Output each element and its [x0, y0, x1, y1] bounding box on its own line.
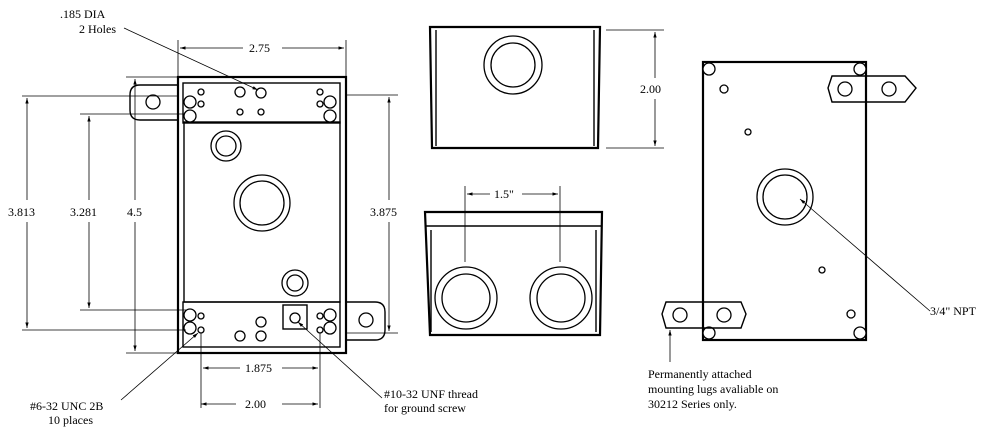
side-view-bottom: 1.5"	[423, 186, 604, 337]
dim-hole-spacing-upper: 1.875	[245, 361, 272, 375]
label-unf-line2: for ground screw	[384, 401, 466, 415]
back-view: 3/4" NPT Permanently attached mounting l…	[648, 60, 977, 411]
dim-side-height: 2.00	[640, 82, 661, 96]
label-unc-line1: #6-32 UNC 2B	[30, 399, 103, 413]
label-lug-line3: 30212 Series only.	[648, 397, 737, 411]
label-unc-line2: 10 places	[48, 413, 93, 427]
back-lug-right	[827, 75, 917, 103]
dim-hub-spacing: 1.5"	[494, 187, 514, 201]
side-view-top: 2.00	[428, 25, 664, 150]
dim-height-left-outer: 3.813	[8, 205, 35, 219]
right-lug	[346, 301, 386, 341]
dim-width-top: 2.75	[249, 41, 270, 55]
back-outline	[701, 60, 868, 342]
dia-hole-top	[255, 87, 267, 99]
label-unf-line1: #10-32 UNF thread	[384, 387, 478, 401]
label-dia-line2: 2 Holes	[79, 22, 116, 36]
dim-height-total: 4.5	[127, 205, 142, 219]
label-lug-line1: Permanently attached	[648, 367, 752, 381]
left-lug	[129, 84, 178, 121]
dim-height-left-inner: 3.281	[70, 205, 97, 219]
label-npt: 3/4" NPT	[930, 304, 977, 318]
box-outline	[176, 75, 348, 355]
label-lug-line2: mounting lugs avaliable on	[648, 382, 778, 396]
dim-height-right: 3.875	[370, 205, 397, 219]
dim-hole-spacing-lower: 2.00	[245, 397, 266, 411]
front-annotations: .185 DIA 2 Holes #6-32 UNC 2B 10 places …	[30, 7, 478, 427]
back-lug-left	[661, 301, 747, 329]
front-dimensions: 2.75 3.813 3.281 4.5 3.875 1.875	[8, 40, 398, 411]
label-dia-line1: .185 DIA	[60, 7, 106, 21]
front-view	[129, 75, 386, 355]
